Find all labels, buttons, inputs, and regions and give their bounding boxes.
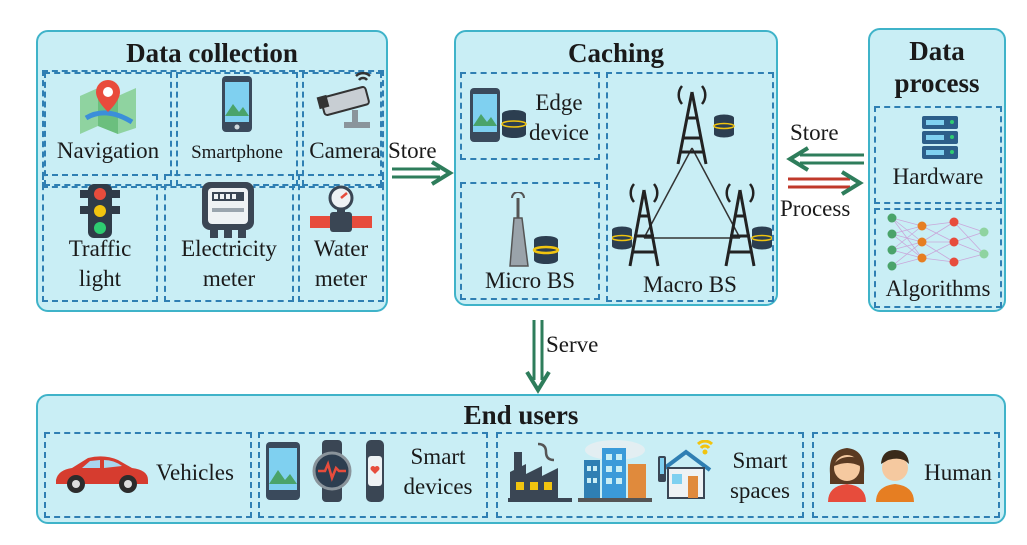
macro-bs-box (606, 72, 774, 302)
edge-device-icon (470, 88, 527, 142)
factory-icon (508, 442, 572, 502)
water-meter-label-1: Water (313, 236, 369, 261)
smart-home-icon (658, 440, 714, 499)
end-users-panel: End users Vehicles Smart devices (36, 394, 1006, 524)
data-collection-title: Data collection (126, 38, 298, 68)
traffic-light-icon (80, 184, 120, 238)
tablet-icon (266, 442, 300, 500)
smart-devices-label-2: devices (403, 474, 473, 499)
electricity-meter-label-2: meter (202, 266, 256, 291)
end-users-title: End users (463, 400, 579, 430)
data-process-panel: Data process Hardware Algorithms (868, 28, 1006, 312)
algorithms-box (874, 208, 1002, 308)
smartphone-label: Smartphone (191, 142, 283, 163)
man-avatar-icon (876, 450, 914, 502)
data-process-title-1: Data (909, 36, 965, 66)
smartwatch-icon (312, 440, 352, 502)
smart-spaces-label-1: Smart (732, 448, 788, 473)
process-arrow-label: Process (780, 196, 851, 221)
edge-device-label-1: Edge (535, 90, 583, 115)
smartphone-icon (222, 76, 252, 132)
edge-device-label-2: device (528, 120, 589, 145)
car-icon (56, 456, 148, 493)
city-buildings-icon (578, 440, 652, 502)
water-meter-icon (310, 185, 372, 232)
water-meter-label-2: meter (314, 266, 368, 291)
server-icon (922, 116, 958, 159)
store-arrow-label-left: Store (388, 138, 437, 163)
neural-network-icon (887, 213, 989, 271)
store-arrow-label-right: Store (790, 120, 839, 145)
process-arrow-right-icon (788, 170, 864, 196)
macro-bs-icon (612, 85, 772, 267)
caching-title: Caching (567, 38, 665, 68)
map-pin-icon (80, 80, 136, 134)
traffic-light-label-1: Traffic (68, 236, 132, 261)
store-arrow-right-icon (392, 160, 454, 186)
human-label: Human (924, 460, 992, 485)
smart-spaces-label-2: spaces (729, 478, 791, 503)
serve-arrow-down-icon (525, 320, 551, 394)
traffic-light-label-2: light (78, 266, 122, 291)
hardware-box (874, 106, 1002, 204)
micro-bs-icon (509, 192, 560, 267)
fitness-band-icon (366, 440, 384, 502)
traffic-light-box (42, 174, 158, 302)
caching-panel: Caching Edge device Micro BS (454, 30, 778, 306)
camera-icon (316, 71, 371, 128)
camera-label: Camera (309, 138, 381, 163)
data-collection-panel: Data collection Navigation Smartphone Ca… (36, 30, 388, 312)
vehicles-label: Vehicles (156, 460, 234, 485)
micro-bs-label: Micro BS (484, 268, 576, 293)
electricity-meter-label-1: Electricity (181, 236, 277, 261)
serve-arrow-label: Serve (546, 332, 599, 357)
micro-bs-box (460, 182, 600, 300)
electricity-meter-icon (202, 182, 254, 238)
data-process-title-2: process (894, 68, 980, 98)
hardware-label: Hardware (892, 164, 984, 189)
store-arrow-left-icon (786, 146, 864, 172)
smart-devices-label-1: Smart (410, 444, 466, 469)
woman-avatar-icon (828, 448, 866, 502)
edge-device-box (460, 72, 600, 160)
smart-devices-box (258, 432, 488, 518)
water-meter-box (298, 174, 384, 302)
smart-spaces-box (496, 432, 804, 518)
camera-box (302, 72, 382, 186)
algorithms-label: Algorithms (885, 276, 991, 301)
electricity-meter-box (164, 174, 294, 302)
macro-bs-label: Macro BS (643, 272, 737, 297)
navigation-label: Navigation (56, 138, 160, 163)
human-box (812, 432, 1000, 518)
vehicles-box (44, 432, 252, 518)
